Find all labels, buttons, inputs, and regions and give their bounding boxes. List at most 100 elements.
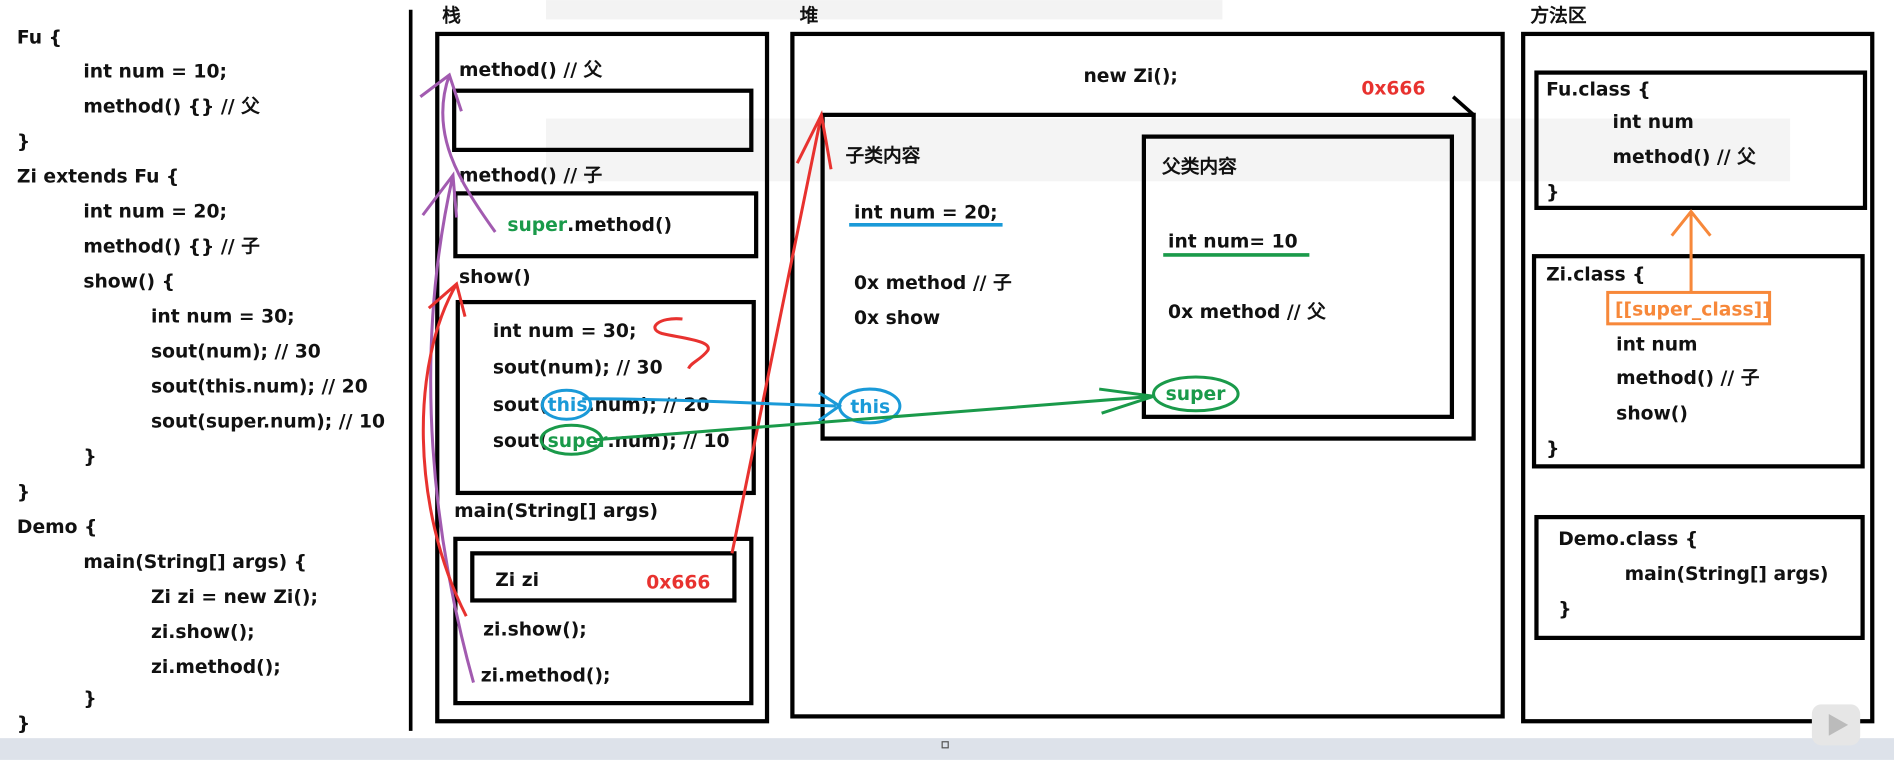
super-class-label: [[super_class]] <box>1615 299 1771 320</box>
zi-object-box <box>820 112 1476 441</box>
play-icon[interactable] <box>1811 704 1861 746</box>
super-class-arrow <box>1670 209 1712 293</box>
parent-title: 父类内容 <box>1161 156 1237 178</box>
frame-method-fu-label: method() // 父 <box>459 60 603 81</box>
parent-content-box <box>1141 134 1455 419</box>
bottom-bar <box>0 738 1894 760</box>
red-arrow-reference <box>730 110 833 554</box>
frame-main <box>453 536 754 706</box>
code-line: Fu { <box>17 28 62 49</box>
parent-field: int num= 10 <box>1168 232 1298 253</box>
fu-class-line: } <box>1546 182 1559 203</box>
child-show: 0x show <box>854 308 940 329</box>
bg-band <box>545 0 1223 20</box>
code-line: Demo { <box>17 517 97 538</box>
zi-class-line: Zi.class { <box>1546 264 1645 285</box>
red-curl-arrow <box>653 317 710 370</box>
code-line: sout(this.num); // 20 <box>151 377 368 398</box>
fu-class-line: Fu.class { <box>1546 80 1651 101</box>
annotations <box>419 72 1155 683</box>
child-title: 子类内容 <box>846 145 921 167</box>
code-line: zi.show(); <box>151 622 255 643</box>
zi-class-line: int num <box>1616 334 1697 355</box>
code-line: } <box>83 447 96 468</box>
code-line: sout(num); // 30 <box>151 342 321 363</box>
super-call-rest: .method() <box>567 215 672 236</box>
code-line: method() {} // 子 <box>83 237 260 258</box>
this-label: this <box>850 397 890 418</box>
child-field: int num = 20; <box>854 203 998 224</box>
heap-box <box>790 31 1505 719</box>
var-zi-label: Zi zi <box>495 570 539 591</box>
code-line: int num = 30; <box>151 307 295 328</box>
code-line: } <box>17 482 30 503</box>
zi-class-box <box>1531 254 1865 469</box>
fu-class-line: method() // 父 <box>1613 147 1757 168</box>
heap-title: 堆 <box>800 5 819 27</box>
zi-class-line: } <box>1546 438 1559 459</box>
this-circle <box>540 388 593 421</box>
show-line: sout(num); // 30 <box>493 357 663 378</box>
source-code: Fu { int num = 10; method() {} // 父 } Zi… <box>17 28 385 735</box>
this-keyword: this <box>548 395 588 416</box>
code-line: Zi zi = new Zi(); <box>151 587 318 608</box>
demo-class-line: Demo.class { <box>1558 529 1698 550</box>
method-area-title: 方法区 <box>1530 5 1586 27</box>
super-circle <box>539 423 604 456</box>
super-keyword: super <box>507 215 568 236</box>
super-keyword: super <box>548 431 609 452</box>
fu-class-line: int num <box>1613 112 1694 133</box>
zi-class-line: method() // 子 <box>1616 368 1760 389</box>
fu-class-box <box>1534 70 1868 210</box>
demo-class-line: main(String[] args) <box>1625 564 1829 585</box>
code-line: show() { <box>83 272 175 293</box>
heap-address: 0x666 <box>1361 78 1425 99</box>
corner-tick <box>1451 95 1475 117</box>
heap-area: 堆 new Zi(); 0x666 子类内容 int num = 20; 0x … <box>790 5 1505 719</box>
t: sout( <box>493 431 548 452</box>
method-area: 方法区 Fu.class { int num method() // 父 } Z… <box>1521 5 1875 724</box>
code-line: } <box>83 688 96 709</box>
method-area-box <box>1521 31 1875 724</box>
demo-class-box <box>1534 514 1865 641</box>
green-super-arrow <box>595 387 1155 442</box>
frame-method-zi-label: method() // 子 <box>459 165 603 186</box>
red-arrow-zi-show <box>421 281 468 617</box>
code-line: } <box>17 714 30 735</box>
super-label: super <box>1166 384 1227 405</box>
frame-method-zi <box>453 191 759 259</box>
stack-area: 栈 method() // 父 method() // 子 super.meth… <box>435 5 770 724</box>
super-ellipse <box>1152 375 1240 413</box>
t: sout( <box>493 395 548 416</box>
frame-method-fu <box>452 88 754 153</box>
code-line: main(String[] args) { <box>83 552 307 573</box>
call-method: zi.method(); <box>481 665 611 686</box>
code-line: int num = 20; <box>83 202 227 223</box>
code-line: method() {} // 父 <box>83 96 260 117</box>
var-zi-value: 0x666 <box>646 572 710 593</box>
stack-title: 栈 <box>442 5 461 27</box>
zi-class-line: show() <box>1616 403 1688 424</box>
show-line: int num = 30; <box>493 321 637 342</box>
code-line: zi.method(); <box>151 657 281 678</box>
frame-main-label: main(String[] args) <box>454 501 658 522</box>
show-line: sout(super.num); // 10 <box>493 431 730 452</box>
new-expr: new Zi(); <box>1083 66 1177 87</box>
frame-show-label: show() <box>459 267 531 288</box>
purple-arrow-super-method <box>419 72 497 233</box>
blue-this-arrow <box>582 391 843 422</box>
code-line: int num = 10; <box>83 61 227 82</box>
code-line: sout(super.num); // 10 <box>151 412 385 433</box>
code-line: } <box>17 131 30 152</box>
frame-show <box>455 299 756 496</box>
purple-arrow-zi-method <box>421 171 475 683</box>
super-class-box <box>1606 290 1772 326</box>
parent-method: 0x method // 父 <box>1168 302 1326 323</box>
var-zi-box <box>470 551 737 603</box>
call-show: zi.show(); <box>483 619 587 640</box>
code-line: Zi extends Fu { <box>17 167 179 188</box>
child-method: 0x method // 子 <box>854 273 1012 294</box>
scroll-handle[interactable] <box>941 741 949 749</box>
super-call: super.method() <box>507 215 672 236</box>
